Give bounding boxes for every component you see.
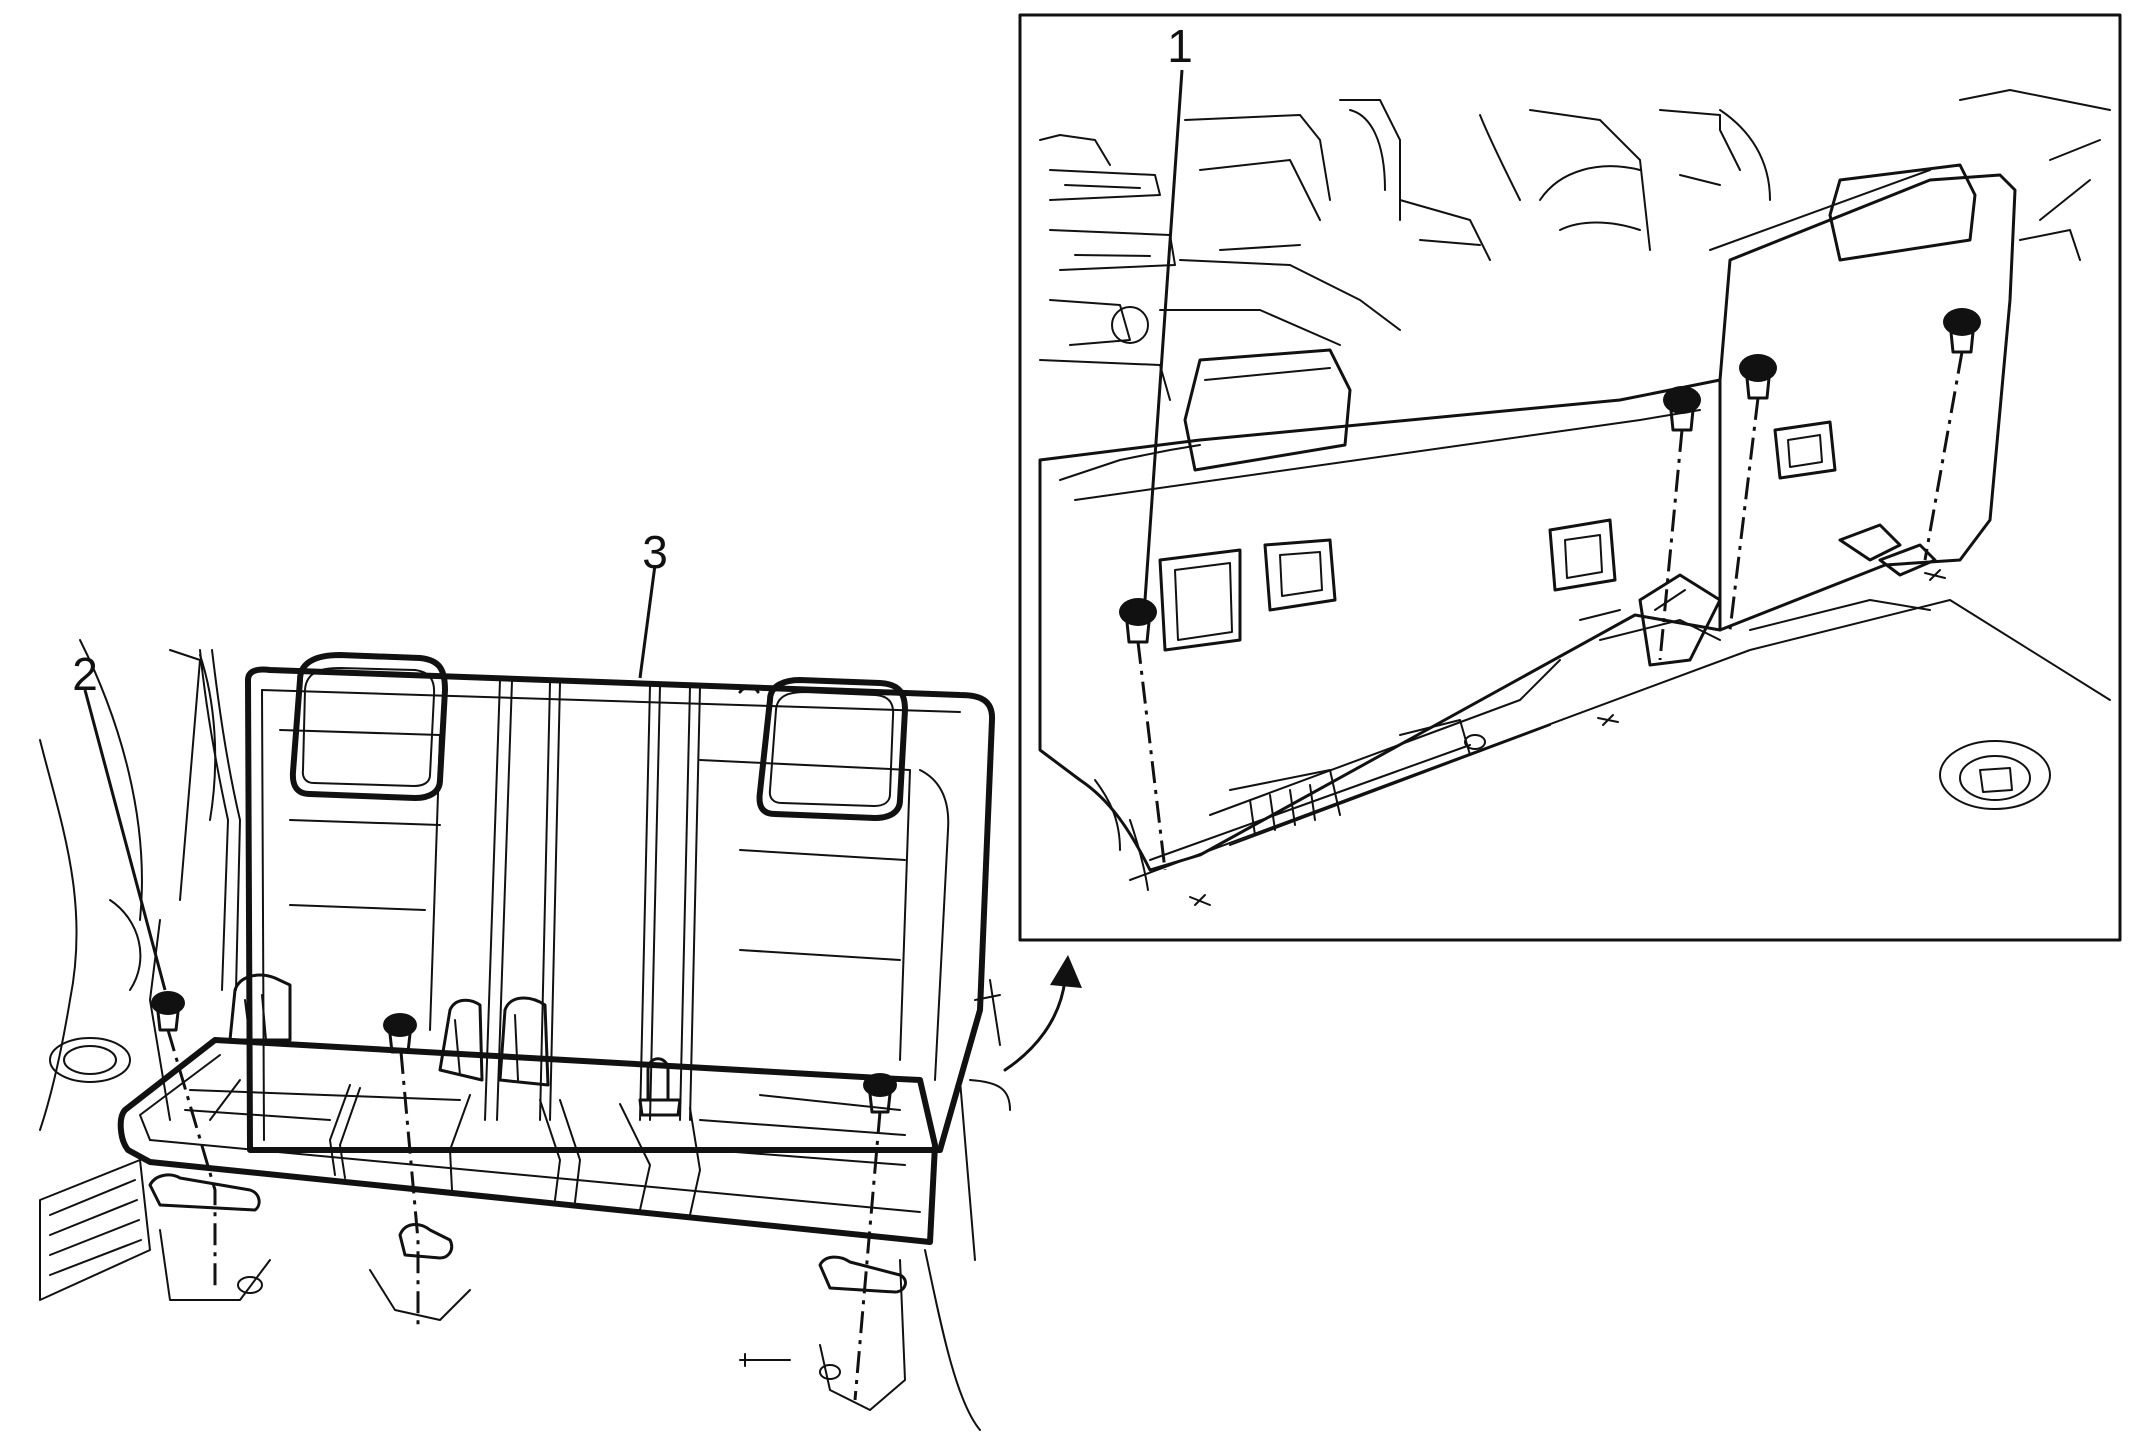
inset-interior [1039, 89, 2111, 401]
bolt-inset-right [1923, 308, 1981, 561]
bolt-front-center [383, 1013, 420, 1330]
inset-seatback-left [1038, 348, 1722, 872]
seat-cushion [117, 1037, 938, 1245]
floor-brackets [148, 1173, 907, 1321]
seat-back [245, 666, 996, 1153]
bolt-inset-center-right [1728, 354, 1777, 631]
leader-line-1 [1143, 69, 1184, 601]
headrest-right [738, 677, 908, 821]
bolt-inset-center-left [1658, 386, 1701, 661]
leader-line-2 [83, 689, 167, 991]
inset-handles [1158, 420, 1837, 652]
arrow-to-inset [1003, 955, 1082, 1072]
inset-rail-brackets [1638, 523, 1937, 667]
bolt-front-right [853, 1073, 897, 1401]
seat-belt-left [199, 649, 241, 991]
interior-right-trim [739, 979, 1011, 1431]
interior-left-trim [39, 639, 217, 1301]
inset-view [1018, 13, 2122, 942]
inset-floor [1094, 569, 2111, 906]
callout-label-2: 2 [72, 648, 98, 700]
main-view [39, 564, 1082, 1431]
seat-belt-buckles [228, 973, 682, 1117]
leader-line-3 [638, 564, 657, 679]
inset-seatback-right [1709, 163, 2017, 632]
bolt-inset-left [1119, 598, 1167, 871]
headrest-left [289, 652, 448, 801]
bolt-front-left [151, 991, 217, 1290]
callout-label-1: 1 [1167, 20, 1193, 72]
callout-label-3: 3 [642, 526, 668, 578]
